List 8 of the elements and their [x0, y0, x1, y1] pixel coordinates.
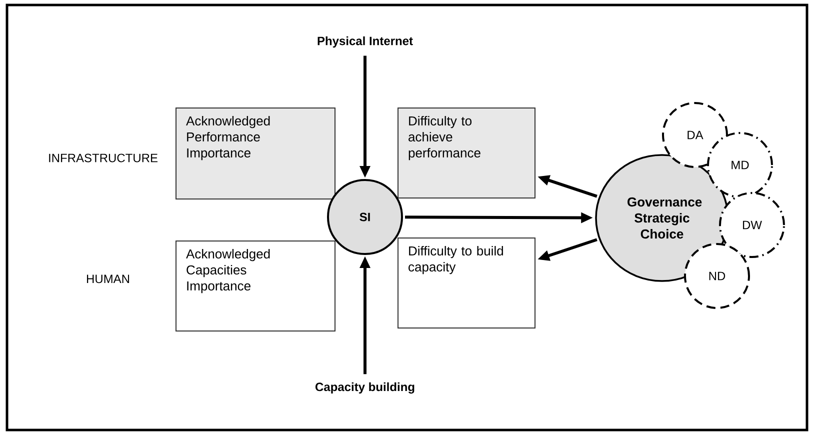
quadrant-box: Difficulty to achieve performance — [398, 108, 536, 198]
arrow-source-label: Capacity building — [315, 382, 414, 394]
arrow-source-label: Physical Internet — [318, 36, 413, 48]
quadrant-box: Acknowledged Performance Importance — [176, 108, 336, 200]
quadrant-box: Acknowledged Capacities Importance — [176, 240, 336, 332]
row-label: HUMAN — [87, 274, 130, 284]
quadrant-box: Difficulty to build capacity — [398, 238, 536, 328]
row-label: INFRASTRUCTURE — [49, 154, 158, 162]
